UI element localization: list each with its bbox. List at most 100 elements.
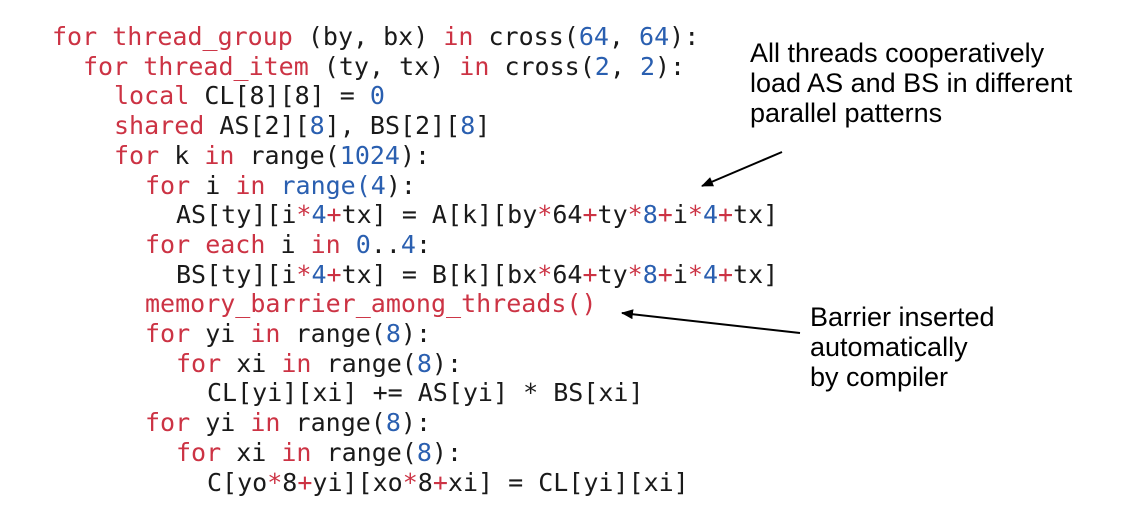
code-token: k [159,140,205,170]
code-token: in [281,348,312,378]
code-token: i [672,259,688,289]
code-token: * [402,467,418,497]
arrow-to-barrier [621,309,801,334]
code-token: 8 [417,467,433,497]
code-token: cross( [489,51,595,81]
annotation-barrier: Barrier inserted automatically by compil… [810,302,995,392]
code-token: in [250,408,281,438]
code-token: * [687,259,703,289]
code-token: in [235,170,266,200]
code-token: * [627,259,643,289]
code-token: tx] = B[k][bx [341,259,538,289]
code-line: for thread_group (by, bx) in cross(64, 6… [52,22,699,52]
code-token: i [190,170,236,200]
code-token: for [145,170,191,200]
code-token: i [265,229,311,259]
code-token: for [145,408,191,438]
code-token: ty [597,259,628,289]
code-token: ): [431,348,463,378]
code-token: 64 [639,22,670,51]
code-token: for [145,319,191,348]
code-line: shared AS[2][8], BS[2][8] [114,111,490,141]
code-line: AS[ty][i*4+tx] = A[k][by*64+ty*8+i*4+tx] [176,200,778,230]
code-token: tx] = A[k][by [341,200,538,230]
code-token: in [443,22,474,51]
code-token: + [582,259,598,289]
code-token: 2 [639,51,655,81]
code-token: yi [190,408,251,438]
code-token: * [537,200,553,230]
code-token: in [281,437,312,467]
code-token: for [114,140,160,170]
code-token: + [718,259,734,289]
annotation-line: Barrier inserted [810,302,995,332]
code-token: yi][xo [312,467,403,497]
code-token: AS[ty][i [176,200,297,230]
code-token: 8 [309,111,325,141]
annotation-cooperative-load: All threads cooperatively load AS and BS… [750,38,1072,128]
code-token: * [296,200,312,230]
code-token: 8 [416,437,432,467]
code-line: for xi in range(8): [176,349,462,379]
code-token: 8 [282,467,298,497]
code-token: + [432,467,448,497]
code-line: for yi in range(8): [145,408,431,438]
code-token: cross( [473,22,579,51]
code-token: for thread_item [83,51,309,81]
code-token: xi [221,437,282,467]
code-token: in [459,51,490,81]
code-token: in [310,229,341,259]
code-token: 4 [702,200,718,230]
code-token: 8 [416,348,432,378]
code-line: CL[yi][xi] += AS[yi] * BS[xi] [207,378,644,408]
code-token: 8 [460,111,476,141]
code-token: C[yo [207,467,268,497]
code-token: in [204,140,235,170]
code-line: C[yo*8+yi][xo*8+xi] = CL[yi][xi] [207,468,689,498]
code-token: , [608,22,640,51]
code-token: 4 [311,259,327,289]
code-token: ): [655,51,686,81]
annotation-line: automatically [810,332,968,362]
code-token: range( [280,319,386,348]
code-token: + [657,200,673,230]
code-token: i [672,200,688,230]
arrow-to-load-loops [701,151,783,187]
code-token: + [718,200,734,230]
code-token: BS[xi] [538,378,644,408]
code-token: AS[2][ [204,111,310,141]
code-line: local CL[8][8] = 0 [114,81,385,111]
code-line: for each i in 0..4: [145,230,431,260]
code-token: shared [114,111,205,141]
code-token: ): [669,22,700,51]
code-token: * [267,467,283,497]
code-line: for i in range(4): [145,171,416,201]
code-token: CL[8][8] = [189,81,370,111]
code-token: local [114,81,190,111]
code-token: for [176,437,222,467]
code-token: ): [400,140,431,170]
code-line: for xi in range(8): [176,438,462,468]
code-token: : [415,229,432,259]
code-token: (ty, tx) [308,51,460,81]
code-token: ): [431,437,463,467]
annotation-line: All threads cooperatively [750,38,1045,68]
code-token: ): [400,319,432,348]
code-token: 4 [311,200,327,230]
code-token: xi [221,348,282,378]
code-token: (by, bx) [292,22,444,51]
annotation-line: load AS and BS in different [750,68,1073,98]
code-token: CL[yi][xi] += AS[yi] [207,378,524,408]
code-token: + [657,259,673,289]
code-token: * [296,259,312,289]
code-token: for thread_group [52,22,293,51]
code-token: 8 [385,408,401,438]
code-line: for thread_item (ty, tx) in cross(2, 2): [83,52,685,82]
code-token: .. [370,229,401,259]
code-line: for k in range(1024): [114,141,430,171]
annotation-line: parallel patterns [750,98,943,128]
code-token: 8 [642,200,658,230]
code-token: * [627,200,643,230]
code-token: range( [280,408,386,438]
code-token: * [687,200,703,230]
